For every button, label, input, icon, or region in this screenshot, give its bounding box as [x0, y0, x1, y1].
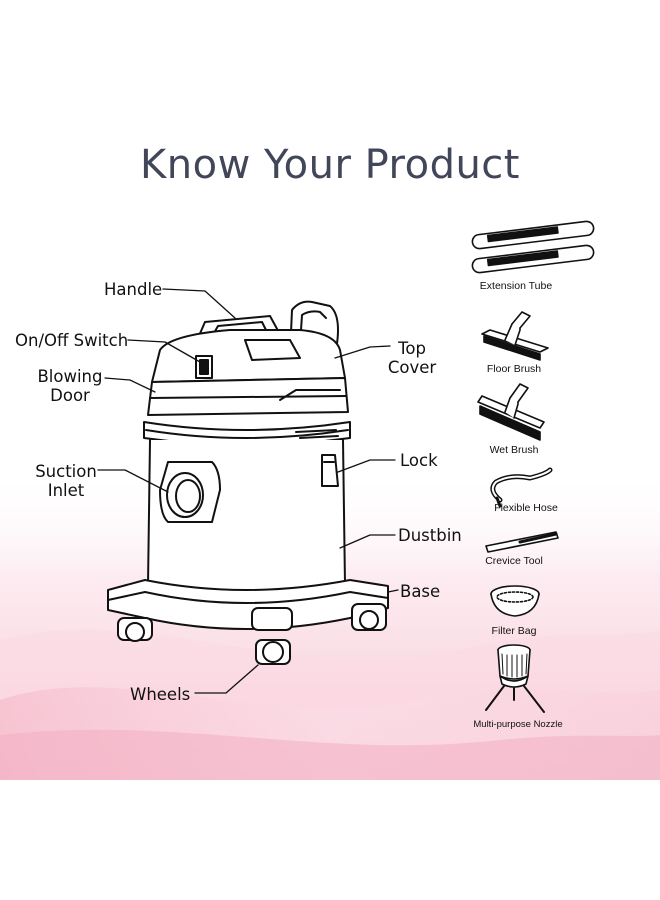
label-top-cover-line1: Top — [398, 339, 426, 358]
label-blowing-door: Blowing Door — [34, 367, 106, 405]
accessory-label-floor-brush: Floor Brush — [486, 363, 542, 375]
label-handle: Handle — [104, 280, 163, 299]
accessory-label-wet-brush: Wet Brush — [489, 444, 539, 456]
filter-bag-icon — [490, 585, 540, 617]
accessory-label-filter-bag: Filter Bag — [491, 625, 537, 637]
label-lock: Lock — [400, 451, 438, 470]
label-base: Base — [400, 582, 441, 601]
page-title: Know Your Product — [140, 142, 520, 188]
accessory-label-extension-tube: Extension Tube — [479, 280, 553, 292]
label-wheels: Wheels — [130, 685, 191, 704]
label-dustbin: Dustbin — [398, 526, 462, 545]
label-suction-inlet-line1: Suction — [35, 462, 97, 481]
label-blowing-door-line2: Door — [50, 386, 90, 405]
flexible-hose-icon — [490, 467, 553, 508]
accessory-label-multi-purpose-nozzle: Multi-purpose Nozzle — [473, 719, 563, 730]
extension-tube-icon — [471, 220, 595, 274]
label-blowing-door-line1: Blowing — [37, 367, 103, 386]
floor-brush-icon — [481, 311, 549, 361]
label-onoff-switch: On/Off Switch — [15, 331, 129, 350]
label-suction-inlet-line2: Inlet — [47, 481, 85, 500]
accessory-label-flexible-hose: Flexible Hose — [494, 502, 558, 514]
accessory-label-crevice-tool: Crevice Tool — [485, 555, 543, 567]
label-top-cover: Top Cover — [386, 339, 438, 377]
label-top-cover-line2: Cover — [387, 358, 437, 377]
wet-brush-icon — [477, 383, 545, 441]
crevice-tool-icon — [485, 531, 559, 553]
label-suction-inlet: Suction Inlet — [32, 462, 100, 500]
multi-purpose-nozzle-icon — [485, 644, 545, 713]
